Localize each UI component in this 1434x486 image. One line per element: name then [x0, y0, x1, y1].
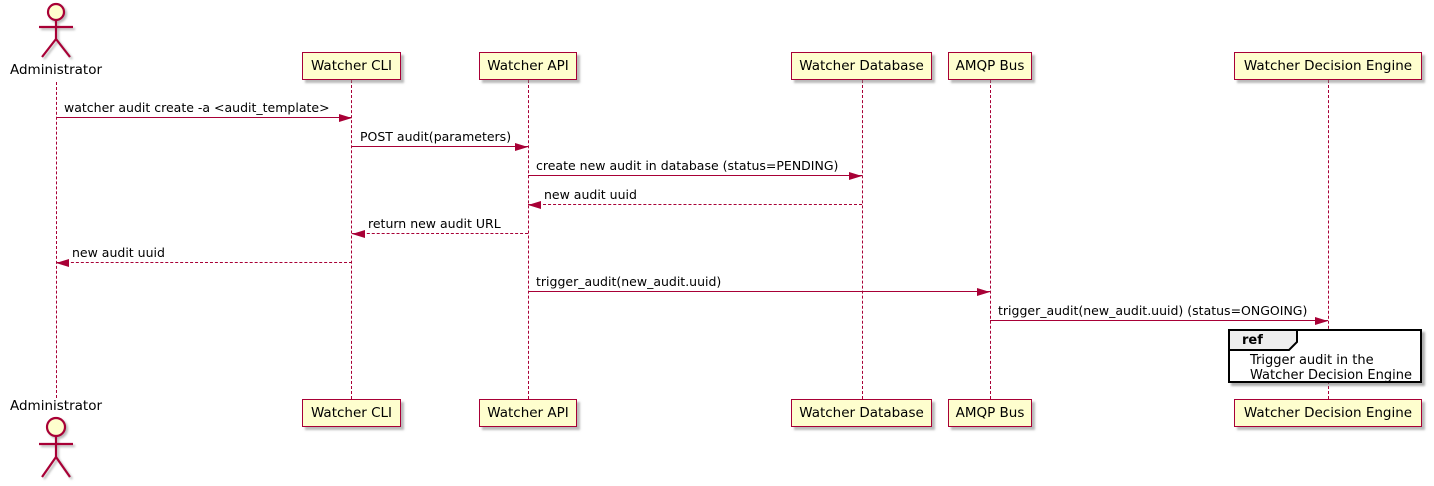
arrowhead-icon — [339, 113, 352, 122]
participant-box-watcher-cli-bottom: Watcher CLI — [302, 399, 401, 427]
message-line — [56, 117, 352, 118]
message-label: trigger_audit(new_audit.uuid) (status=ON… — [998, 303, 1308, 318]
ref-body: Trigger audit in the Watcher Decision En… — [1250, 353, 1412, 383]
arrowhead-icon — [849, 171, 862, 180]
arrowhead-icon — [528, 200, 541, 209]
participant-label: Watcher Decision Engine — [1243, 58, 1413, 74]
actor-label-bottom: Administrator — [9, 398, 103, 414]
participant-label: AMQP Bus — [955, 58, 1025, 74]
message-label: create new audit in database (status=PEN… — [536, 158, 839, 173]
lifeline-amqp-bus — [989, 80, 991, 399]
participant-label: Watcher API — [487, 405, 569, 421]
actor-icon — [39, 2, 73, 58]
ref-text-line: Watcher Decision Engine — [1250, 368, 1412, 383]
message-line — [352, 146, 528, 147]
participant-label: Watcher CLI — [310, 405, 393, 421]
arrowhead-icon — [515, 142, 528, 151]
message-line — [990, 320, 1328, 321]
ref-text-line: Trigger audit in the — [1250, 353, 1374, 368]
participant-box-watcher-cli: Watcher CLI — [302, 52, 401, 80]
participant-label: Watcher CLI — [310, 58, 393, 74]
arrowhead-icon — [1315, 316, 1328, 325]
arrowhead-icon — [56, 258, 69, 267]
ref-keyword: ref — [1242, 333, 1263, 348]
participant-box-amqp-bus-bottom: AMQP Bus — [948, 399, 1032, 427]
lifeline-watcher-decision-engine — [1327, 80, 1329, 399]
participant-box-watcher-decision-engine-bottom: Watcher Decision Engine — [1234, 399, 1422, 427]
message-line — [352, 233, 528, 234]
lifeline-watcher-api — [527, 80, 529, 399]
lifeline-watcher-cli — [351, 80, 352, 399]
message-line — [528, 291, 990, 292]
message-label: watcher audit create -a <audit_template> — [64, 100, 330, 115]
lifeline-administrator — [55, 82, 57, 398]
message-label: new audit uuid — [544, 187, 637, 202]
actor-label: Administrator — [9, 62, 103, 78]
participant-label: AMQP Bus — [955, 405, 1025, 421]
arrowhead-icon — [977, 287, 990, 296]
participant-label: Watcher Decision Engine — [1243, 405, 1413, 421]
participant-box-watcher-api: Watcher API — [479, 52, 577, 80]
message-line — [528, 204, 862, 205]
ref-box: ref Trigger audit in the Watcher Decisio… — [1228, 329, 1422, 383]
participant-box-watcher-api-bottom: Watcher API — [479, 399, 577, 427]
message-label: new audit uuid — [72, 245, 165, 260]
participant-box-watcher-database: Watcher Database — [791, 52, 932, 80]
message-line — [56, 262, 352, 263]
message-label: POST audit(parameters) — [360, 129, 512, 144]
message-label: trigger_audit(new_audit.uuid) — [536, 274, 722, 289]
participant-label: Watcher Database — [799, 58, 924, 74]
participant-box-watcher-decision-engine: Watcher Decision Engine — [1234, 52, 1422, 80]
message-line — [528, 175, 862, 176]
message-label: return new audit URL — [368, 216, 501, 231]
arrowhead-icon — [352, 229, 365, 238]
participant-box-amqp-bus: AMQP Bus — [948, 52, 1032, 80]
participant-label: Watcher API — [487, 58, 569, 74]
ref-tag-icon — [1228, 329, 1298, 351]
participant-label: Watcher Database — [799, 405, 924, 421]
participant-box-watcher-database-bottom: Watcher Database — [791, 399, 932, 427]
lifeline-watcher-database — [861, 80, 863, 399]
actor-icon-bottom — [39, 416, 73, 478]
